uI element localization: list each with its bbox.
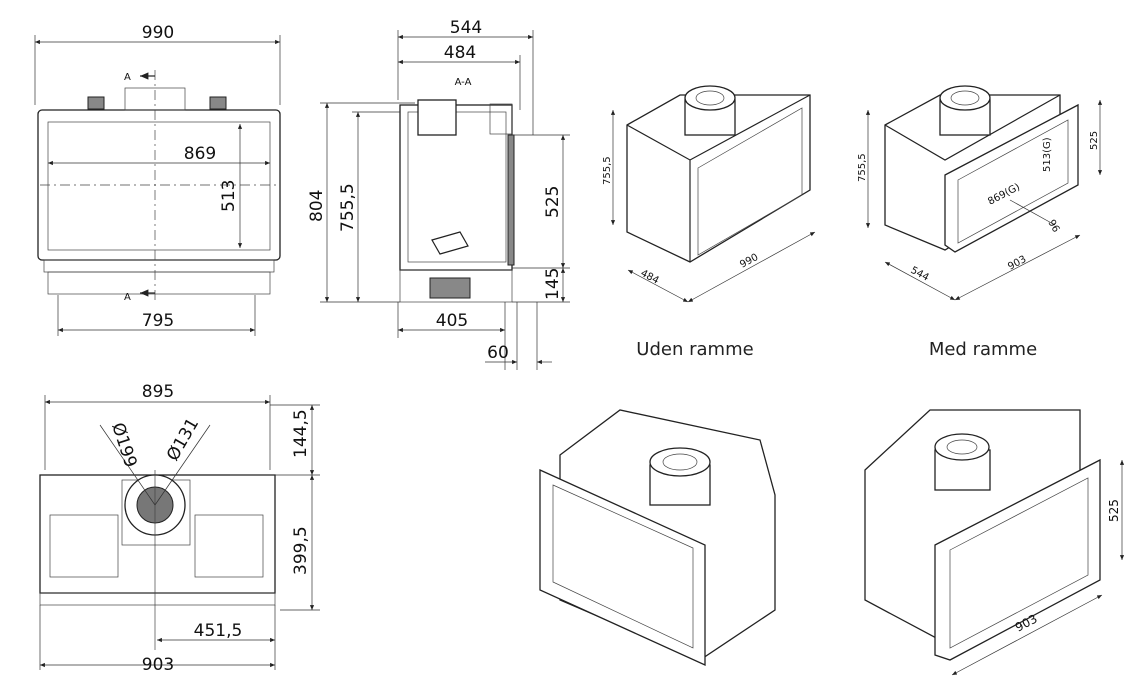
iso-bottom-right: 525 903: [864, 409, 1125, 676]
dim-front-width: 903: [142, 655, 174, 675]
dim-height-body: 755,5: [338, 183, 358, 232]
dim-offset: 60: [487, 343, 509, 363]
front-view: 990 869 513 795 A A: [34, 23, 281, 336]
dim-base-depth: 405: [436, 311, 468, 331]
iso2-dim-glass-height: 513(G): [1042, 137, 1053, 172]
dim-opening-height: 525: [543, 186, 563, 218]
caption-with-frame: Med ramme: [929, 339, 1037, 360]
caption-without-frame: Uden ramme: [636, 339, 753, 360]
dim-width-total: 990: [142, 23, 174, 43]
dim-glass-height: 513: [219, 180, 239, 212]
iso2-dim-frame-height: 525: [1089, 131, 1100, 150]
section-view: 544 484 A-A 804 755,5 525 145 405 60: [307, 18, 570, 370]
iso-bottom-left: [539, 409, 776, 667]
dim-depth-total: 544: [450, 18, 482, 38]
section-marker-bottom: A: [124, 292, 131, 303]
iso-with-frame: 755,5 525 513(G) 869(G) 96 544 903 Med r…: [857, 85, 1103, 360]
top-view: Ø199 Ø131 895 144,5 399,5 451,5 903: [39, 382, 320, 675]
iso2-dim-frame-depth: 96: [1045, 218, 1061, 235]
dim-leg-height: 145: [543, 268, 563, 300]
iso3-dim-frame-height: 525: [1107, 499, 1121, 522]
section-label: A-A: [455, 77, 472, 88]
dim-top-width: 895: [142, 382, 174, 402]
dim-depth-inner: 484: [444, 43, 476, 63]
dim-front-offset: 144,5: [291, 409, 311, 458]
iso2-dim-width: 903: [1006, 254, 1028, 273]
iso1-dim-depth: 484: [639, 268, 661, 287]
dim-base-width: 795: [142, 311, 174, 331]
iso1-dim-height: 755,5: [602, 156, 613, 185]
iso-without-frame: 755,5 484 990 Uden ramme: [602, 85, 816, 360]
dim-height-total: 804: [307, 190, 327, 222]
iso2-dim-height: 755,5: [857, 153, 868, 182]
dim-top-depth: 399,5: [291, 526, 311, 575]
dim-glass-width: 869: [184, 144, 216, 164]
dim-flue-outer: Ø199: [107, 420, 140, 470]
dim-flue-inner: Ø131: [163, 415, 203, 465]
section-marker-top: A: [124, 72, 131, 83]
dim-center-offset: 451,5: [194, 621, 243, 641]
